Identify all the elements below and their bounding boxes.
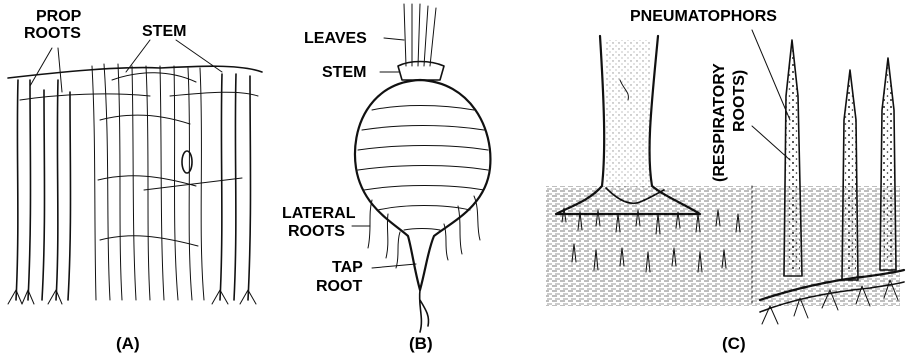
leaves-leader [384, 38, 404, 40]
pneumatophors-leader [752, 30, 790, 120]
panel-b-beet [352, 4, 490, 332]
leaves-label: LEAVES [304, 30, 367, 47]
beet-root [355, 80, 490, 290]
tap-root-label-line2: ROOT [316, 278, 362, 295]
pneumatophors-label: PNEUMATOPHORS [630, 8, 777, 25]
panel-a-banyan-tree [8, 40, 262, 304]
caption-c: (C) [722, 334, 746, 353]
prop-roots-label-line1: PROP [36, 8, 82, 25]
lateral-roots-label-line2: ROOTS [288, 223, 345, 240]
prop-roots-label-line2: ROOTS [24, 25, 81, 42]
stem-label-b: STEM [322, 64, 366, 81]
respiratory-roots-leader [752, 126, 790, 160]
respiratory-roots-label-line2: ROOTS) [731, 70, 748, 132]
trunk-pointer [144, 178, 242, 190]
lateral-roots-label-line1: LATERAL [282, 205, 356, 222]
caption-a: (A) [116, 334, 140, 353]
tap-root-label-line1: TAP [332, 259, 363, 276]
respiratory-roots-label-line1: (RESPIRATORY [711, 63, 728, 182]
caption-b: (B) [409, 334, 433, 353]
tap-root-leader [372, 264, 416, 268]
stem-label-a: STEM [142, 23, 186, 40]
